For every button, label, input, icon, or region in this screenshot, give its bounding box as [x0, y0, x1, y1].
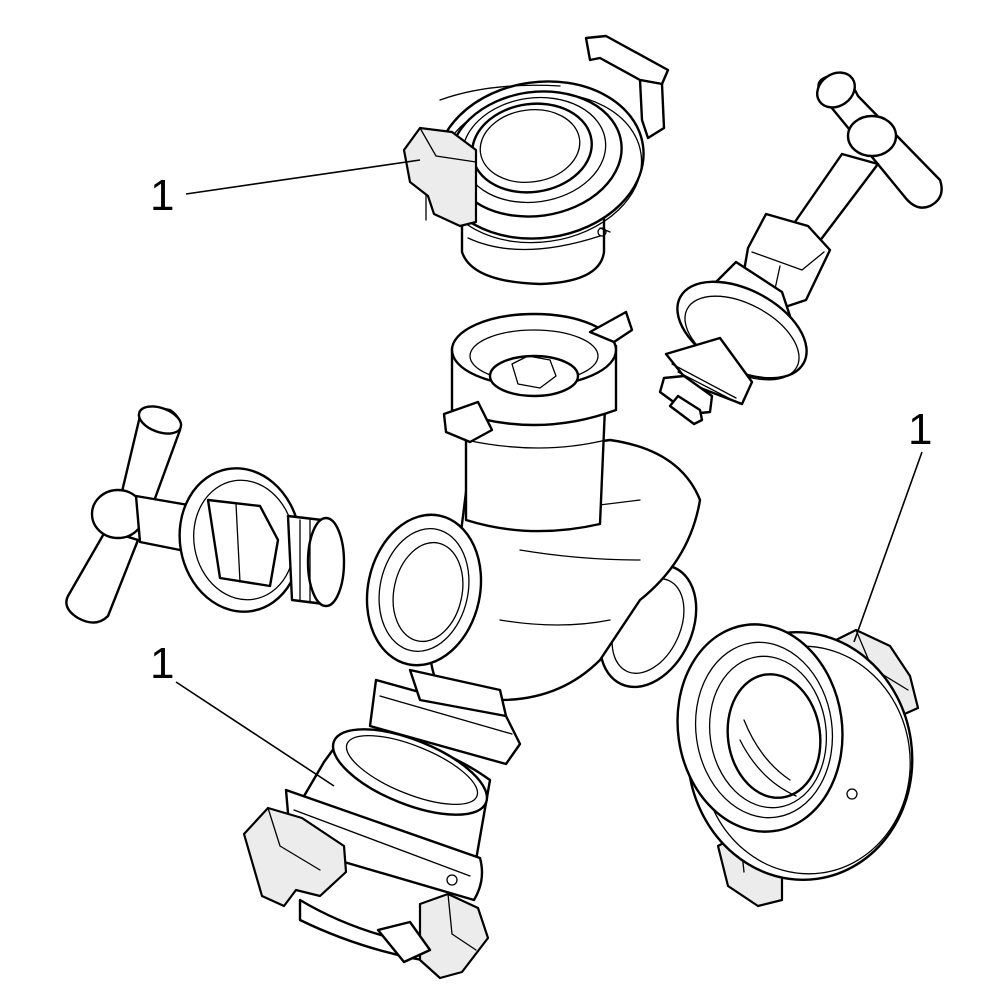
callout-coupling-top: 1: [150, 159, 421, 220]
callout-label: 1: [908, 405, 932, 454]
valve-body-center: [365, 310, 702, 766]
storz-coupling-top: [402, 34, 670, 286]
callout-coupling-bottom-left: 1: [150, 639, 335, 787]
callout-label: 1: [150, 171, 174, 220]
storz-coupling-bottom-left: [242, 728, 492, 980]
callout-coupling-right: 1: [853, 405, 932, 643]
callout-label: 1: [150, 639, 174, 688]
storz-coupling-right: [676, 623, 920, 908]
t-handle-valve-left: [65, 405, 346, 624]
t-handle-valve-top-right: [658, 71, 943, 426]
